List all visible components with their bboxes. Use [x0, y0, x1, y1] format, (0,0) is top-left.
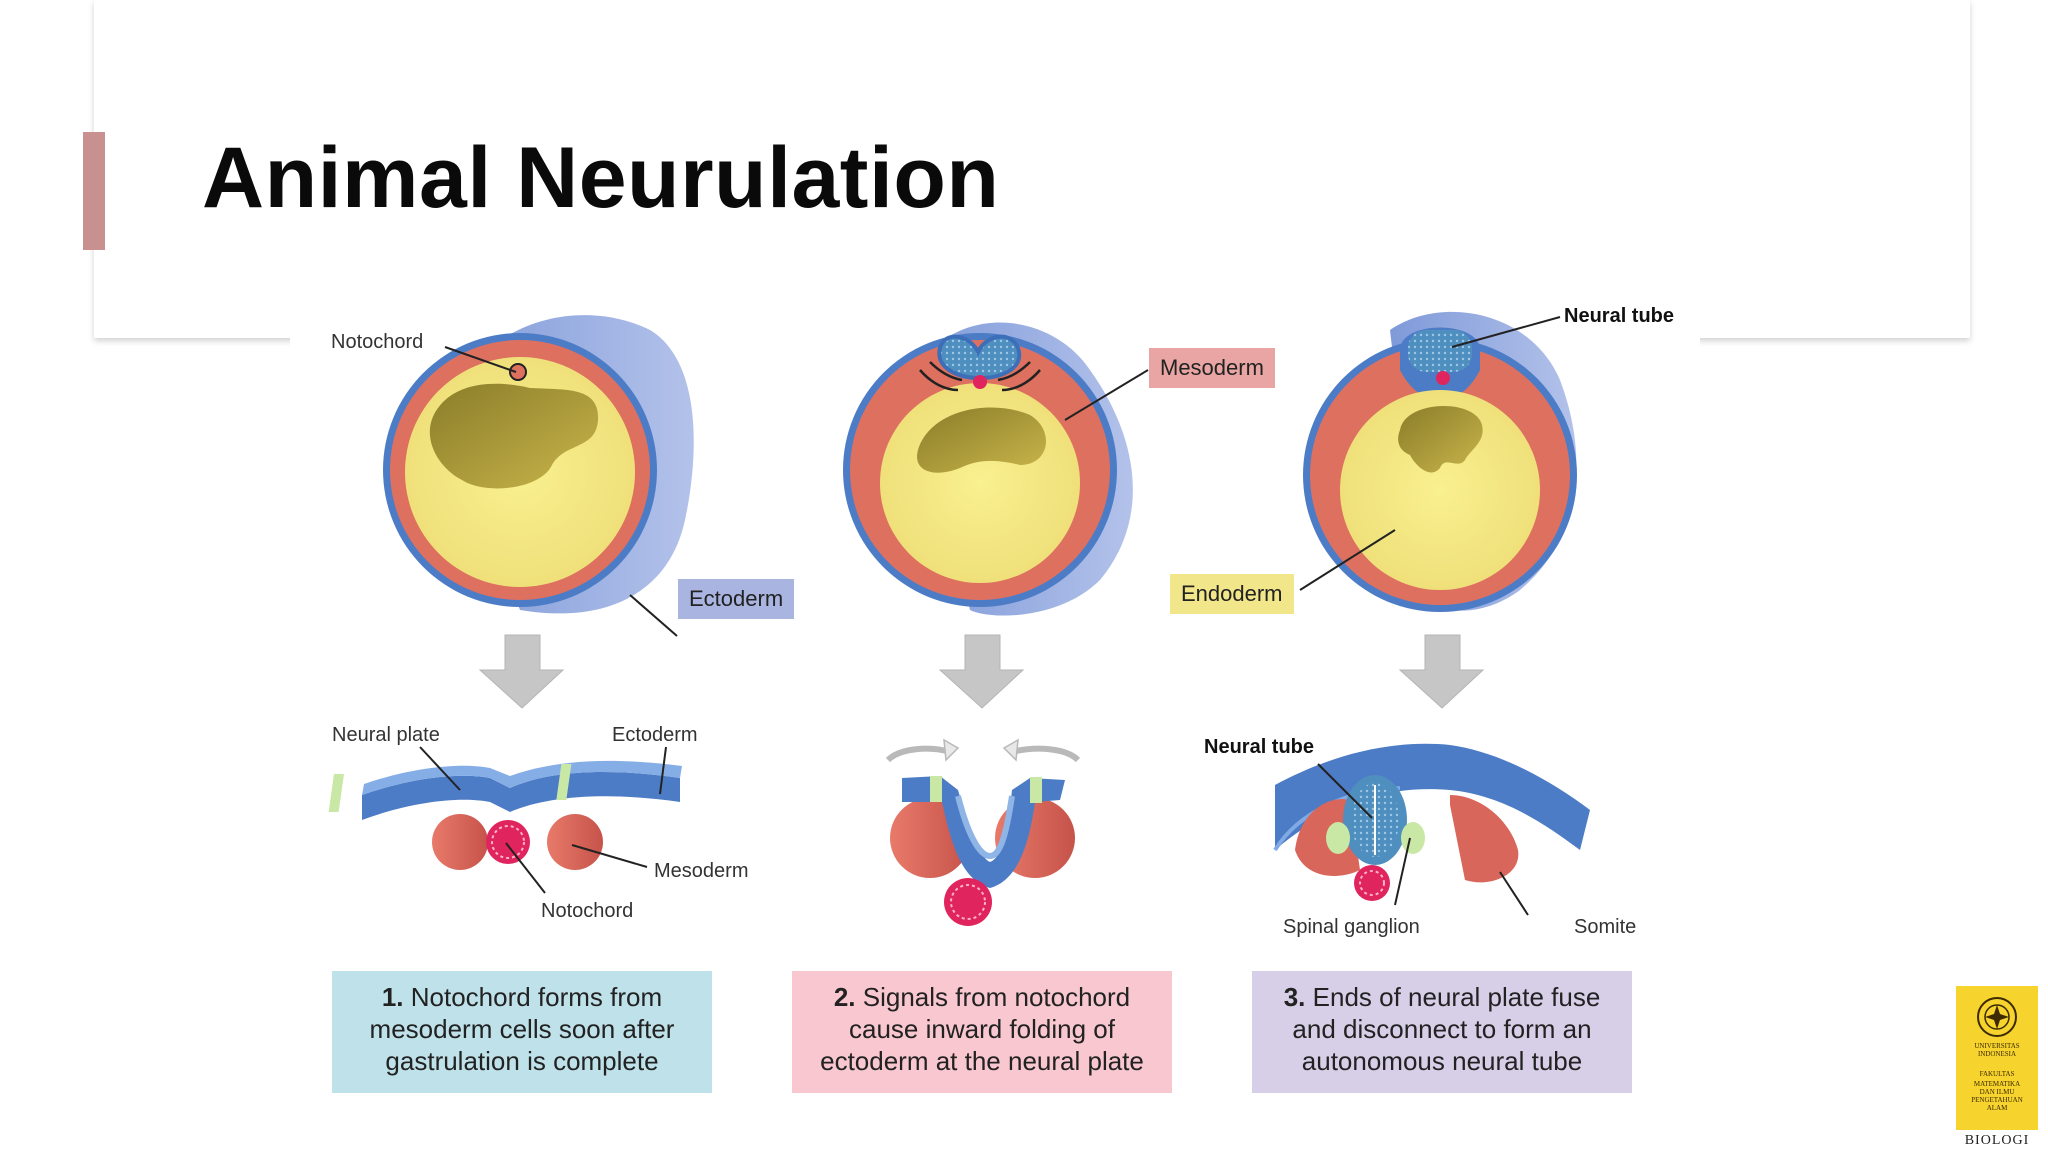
logo-line-1: UNIVERSITAS [1974, 1042, 2020, 1050]
stage3-embryo [1303, 311, 1577, 612]
caption-1-number: 1. [381, 982, 404, 1012]
slide-title: Animal Neurulation [202, 130, 1000, 226]
label-notochord-bottom: Notochord [541, 900, 634, 922]
label-ectoderm-plate: Ectoderm [612, 724, 698, 746]
caption-1-line1: Notochord forms from [410, 982, 663, 1012]
stage2-folding [885, 738, 1081, 926]
caption-2-line2: cause inward folding of [849, 1014, 1115, 1044]
stage1-neural-plate [328, 760, 682, 870]
leader-lines [419, 316, 1561, 916]
caption-3-line3: autonomous neural tube [1301, 1046, 1583, 1076]
label-mesoderm-box: Mesoderm [1149, 348, 1275, 388]
caption-2-number: 2. [833, 982, 856, 1012]
neurulation-figure: Notochord Ectoderm Neural plate Ectoderm… [290, 290, 1700, 1152]
title-accent-bar [83, 132, 105, 250]
stage3-neural-tube [1273, 743, 1590, 901]
title-card [94, 0, 1970, 338]
label-endoderm-box: Endoderm [1170, 574, 1294, 614]
university-logo: UNIVERSITAS INDONESIA FAKULTAS MATEMATIK… [1956, 986, 2038, 1152]
logo-line-5: DAN ILMU [1979, 1088, 2015, 1096]
stage1-embryo [383, 315, 694, 614]
stage2-embryo [843, 322, 1133, 616]
logo-line-7: ALAM [1986, 1104, 2008, 1112]
logo-line-2: INDONESIA [1977, 1050, 2017, 1058]
caption-2-line3: ectoderm at the neural plate [820, 1046, 1144, 1076]
label-neural-plate: Neural plate [332, 724, 440, 746]
label-notochord-top: Notochord [331, 331, 424, 353]
logo-line-4: MATEMATIKA [1973, 1080, 2021, 1088]
caption-step-3: 3. Ends of neural plate fuse and disconn… [1252, 971, 1632, 1093]
caption-2-line1: Signals from notochord [862, 982, 1131, 1012]
caption-step-2: 2. Signals from notochord cause inward f… [792, 971, 1172, 1093]
caption-1-line3: gastrulation is complete [385, 1046, 659, 1076]
neurulation-diagram [328, 311, 1590, 926]
makara-emblem-icon [1977, 997, 2017, 1037]
label-somite: Somite [1574, 916, 1637, 938]
down-arrow-3 [1398, 634, 1485, 709]
down-arrow-1 [478, 634, 565, 709]
caption-3-line1: Ends of neural plate fuse [1312, 982, 1601, 1012]
down-arrow-2 [938, 634, 1025, 709]
label-mesoderm-plate: Mesoderm [654, 860, 749, 882]
label-ectoderm-box: Ectoderm [678, 579, 795, 619]
caption-3-line2: and disconnect to form an [1292, 1014, 1592, 1044]
caption-step-1: 1. Notochord forms from mesoderm cells s… [332, 971, 712, 1093]
label-neural-tube-top: Neural tube [1564, 305, 1675, 327]
caption-1-line2: mesoderm cells soon after [369, 1014, 675, 1044]
caption-3-number: 3. [1283, 982, 1306, 1012]
label-neural-tube-bottom: Neural tube [1204, 736, 1315, 758]
label-spinal-ganglion: Spinal ganglion [1283, 916, 1420, 938]
logo-line-6: PENGETAHUAN [1971, 1096, 2023, 1104]
logo-biologi-label: BIOLOGI [1956, 1130, 2038, 1152]
logo-line-3: FAKULTAS [1979, 1070, 2015, 1078]
